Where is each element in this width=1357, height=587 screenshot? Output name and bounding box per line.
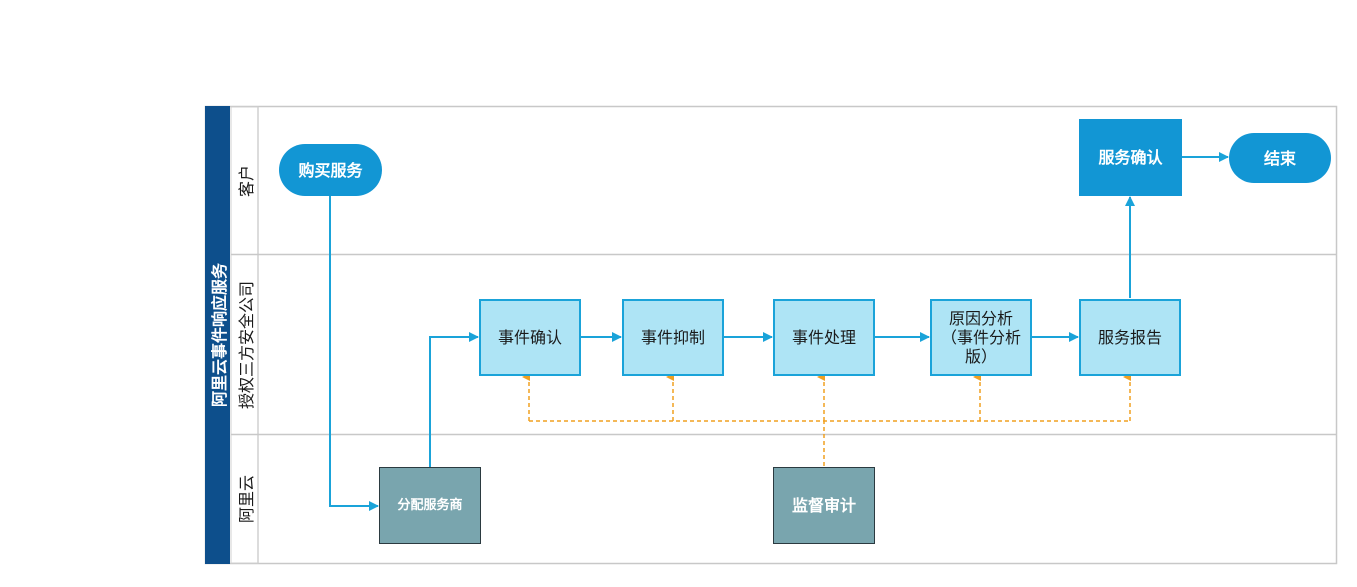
node-audit: 监督审计 [773, 467, 875, 544]
node-end: 结束 [1229, 133, 1331, 183]
arrow-buy-to-assign [329, 196, 379, 511]
lane-label-customer: 客户 [236, 164, 256, 197]
node-event-suppress: 事件抑制 [622, 299, 724, 376]
pool-title: 阿里云事件响应服务 [209, 262, 229, 408]
node-service-confirm: 服务确认 [1079, 119, 1182, 196]
audit-connectors [522, 373, 1131, 466]
lane-label-partner: 授权三方安全公司 [236, 280, 256, 409]
node-service-report: 服务报告 [1079, 299, 1181, 376]
node-event-handle: 事件处理 [773, 299, 875, 376]
lane-label-column [230, 106, 259, 564]
node-event-confirm: 事件确认 [479, 299, 581, 376]
lane-label-aliyun: 阿里云 [236, 474, 256, 524]
node-assign-provider: 分配服务商 [379, 467, 481, 544]
node-root-cause: 原因分析 （事件分析版） [930, 299, 1032, 376]
arrow-assign-to-confirm [429, 332, 479, 467]
pool-title-band [205, 106, 230, 564]
node-buy-service: 购买服务 [279, 144, 382, 196]
